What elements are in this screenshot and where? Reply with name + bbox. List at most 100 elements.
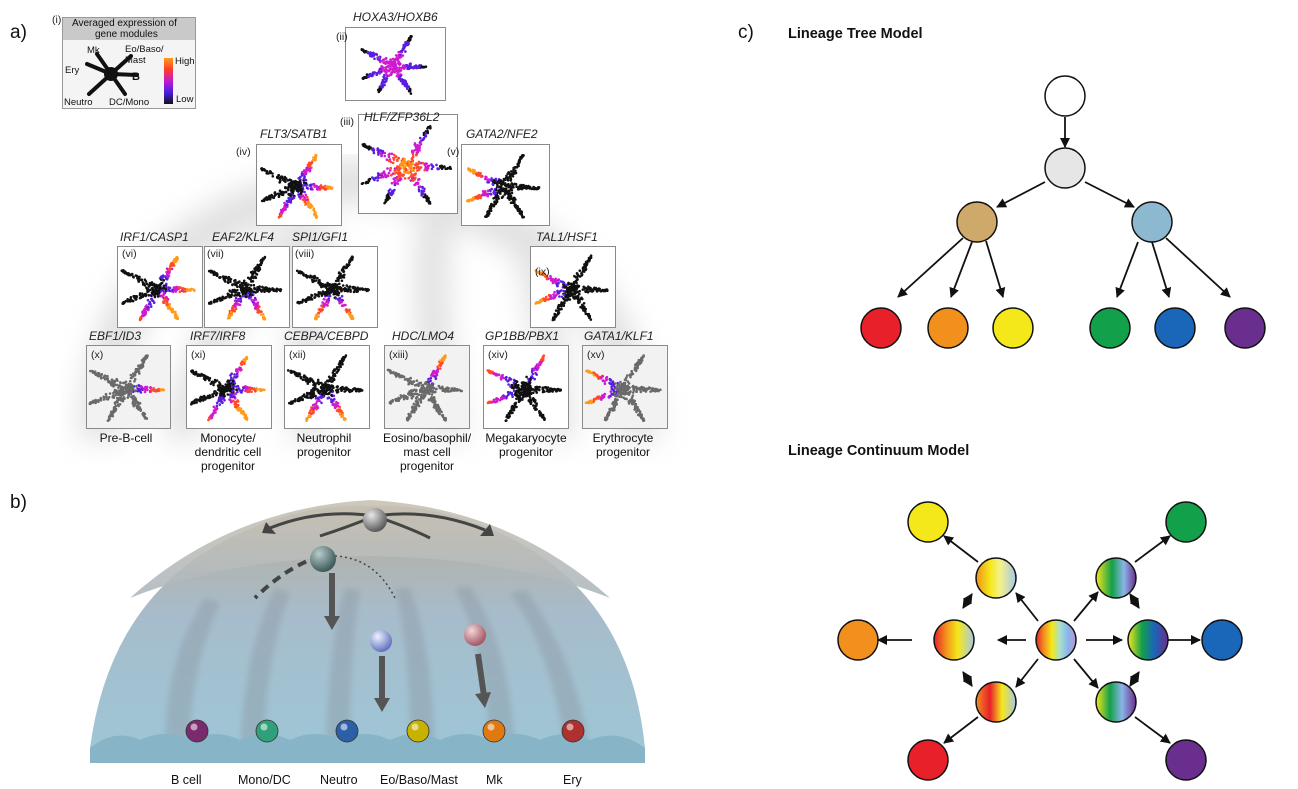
embedding-plot-3: [358, 114, 458, 214]
fate-ball-highlight: [566, 723, 574, 731]
gene-label-5: GATA2/NFE2: [466, 127, 538, 141]
waddington-landscape: [90, 500, 645, 763]
legend-mk: Mk: [87, 45, 100, 56]
legend-low: Low: [176, 94, 194, 105]
embedding-plot-2: [345, 27, 446, 101]
legend-header: [63, 18, 195, 40]
embedding-plot-11: [186, 345, 272, 429]
fate-label-bcell: B cell: [171, 773, 202, 787]
legend-title-line1: Averaged expression of: [72, 18, 177, 29]
fate-label-eo: Eo/Baso/Mast: [380, 773, 458, 787]
legend-eo: Eo/Baso/: [125, 44, 164, 55]
gene-label-15: GATA1/KLF1: [584, 329, 654, 343]
panel-c-label: c): [738, 22, 754, 43]
embedding-scatter: [534, 254, 609, 322]
gene-label-6: IRF1/CASP1: [120, 230, 189, 244]
fate-ball-5: [561, 719, 585, 743]
tree-red-leaf: [860, 307, 902, 349]
tree-yellow-leaf: [992, 307, 1034, 349]
continuum-blue-mid: [1127, 619, 1169, 661]
fate-balls: [185, 719, 585, 743]
embedding-plot-12: [284, 345, 370, 429]
continuum-red-fate: [907, 739, 949, 781]
fate-ball-highlight: [487, 723, 495, 731]
legend-colorbar: [164, 58, 173, 104]
gene-label-13: HDC/LMO4: [392, 329, 455, 343]
continuum-green-mid: [1095, 557, 1137, 599]
tree-right-branch-node: [1131, 201, 1173, 243]
legend-roman: (i): [52, 14, 62, 26]
roman-numeral-13: (xiii): [389, 349, 409, 361]
embedding-plot-14: [483, 345, 569, 429]
embedding-scatter: [360, 125, 452, 205]
continuum-yellow-fate: [907, 501, 949, 543]
tree-mpp-node: [1044, 147, 1086, 189]
continuum-orange-mid: [933, 619, 975, 661]
lineage-continuum-title: Lineage Continuum Model: [788, 443, 970, 459]
embedding-plot-9: [530, 246, 616, 328]
tree-blue-leaf: [1154, 307, 1196, 349]
roman-numeral-12: (xii): [289, 349, 306, 361]
fate-ball-highlight: [260, 723, 268, 731]
roman-numeral-11: (xi): [191, 349, 206, 361]
roman-numeral-3: (iii): [340, 116, 354, 128]
roman-numeral-8: (viii): [295, 248, 315, 260]
gene-label-10: EBF1/ID3: [89, 329, 142, 343]
tree-left-branch-node: [956, 201, 998, 243]
roman-numeral-10: (x): [91, 349, 104, 361]
continuum-red-mid: [975, 681, 1017, 723]
continuum-purple-mid: [1095, 681, 1137, 723]
roman-numeral-15: (xv): [587, 349, 605, 361]
embedding-scatter: [466, 154, 541, 219]
fate-ball-0: [185, 719, 209, 743]
embedding-scatter: [120, 255, 196, 322]
embedding-scatter: [295, 255, 370, 321]
lineage-continuum-diagram: [837, 501, 1243, 781]
fate-ball-3: [406, 719, 430, 743]
embedding-scatter: [386, 354, 463, 422]
gene-label-11: IRF7/IRF8: [190, 329, 246, 343]
roman-numeral-14: (xiv): [488, 349, 508, 361]
embedding-scatter: [584, 354, 662, 422]
embedding-plot-7: [204, 246, 290, 328]
fate-ball-highlight: [340, 723, 348, 731]
fate-label-ery: Ery: [563, 773, 582, 787]
roman-numeral-5: (v): [447, 146, 460, 158]
gene-label-7: EAF2/KLF4: [212, 230, 275, 244]
roman-numeral-6: (vi): [122, 248, 137, 260]
embedding-scatter: [286, 354, 364, 422]
lineage-tree-title: Lineage Tree Model: [788, 26, 923, 42]
embedding-plot-8: [292, 246, 378, 328]
gene-label-2: HOXA3/HOXB6: [353, 10, 438, 24]
embedding-scatter: [190, 355, 266, 422]
legend-star-shape: [85, 52, 139, 96]
continuum-orange-fate: [837, 619, 879, 661]
legend-ery: Ery: [65, 65, 80, 76]
embedding-scatter: [260, 153, 334, 219]
roman-numeral-7: (vii): [207, 248, 224, 260]
embedding-scatter: [360, 35, 428, 95]
embedding-plot-10: [86, 345, 171, 429]
continuum-center-node: [1035, 619, 1077, 661]
legend-neutro: Neutro: [64, 97, 93, 108]
fate-label-monodc: Mono/DC: [238, 773, 291, 787]
gene-label-12: CEBPA/CEBPD: [284, 329, 369, 343]
gene-label-9: TAL1/HSF1: [536, 230, 598, 244]
embedding-scatter: [88, 354, 166, 422]
progenitor-label-preb: Pre-B-cell: [99, 431, 153, 445]
gene-label-4: FLT3/SATB1: [260, 127, 328, 141]
embedding-scatter: [486, 354, 562, 422]
tree-root-node: [1044, 75, 1086, 117]
tree-purple-leaf: [1224, 307, 1266, 349]
fate-ball-highlight: [411, 723, 419, 731]
roman-numeral-9: (ix): [535, 266, 550, 278]
tree-orange-leaf: [927, 307, 969, 349]
fate-ball-4: [482, 719, 506, 743]
legend-high: High: [175, 56, 195, 67]
continuum-blue-fate: [1201, 619, 1243, 661]
